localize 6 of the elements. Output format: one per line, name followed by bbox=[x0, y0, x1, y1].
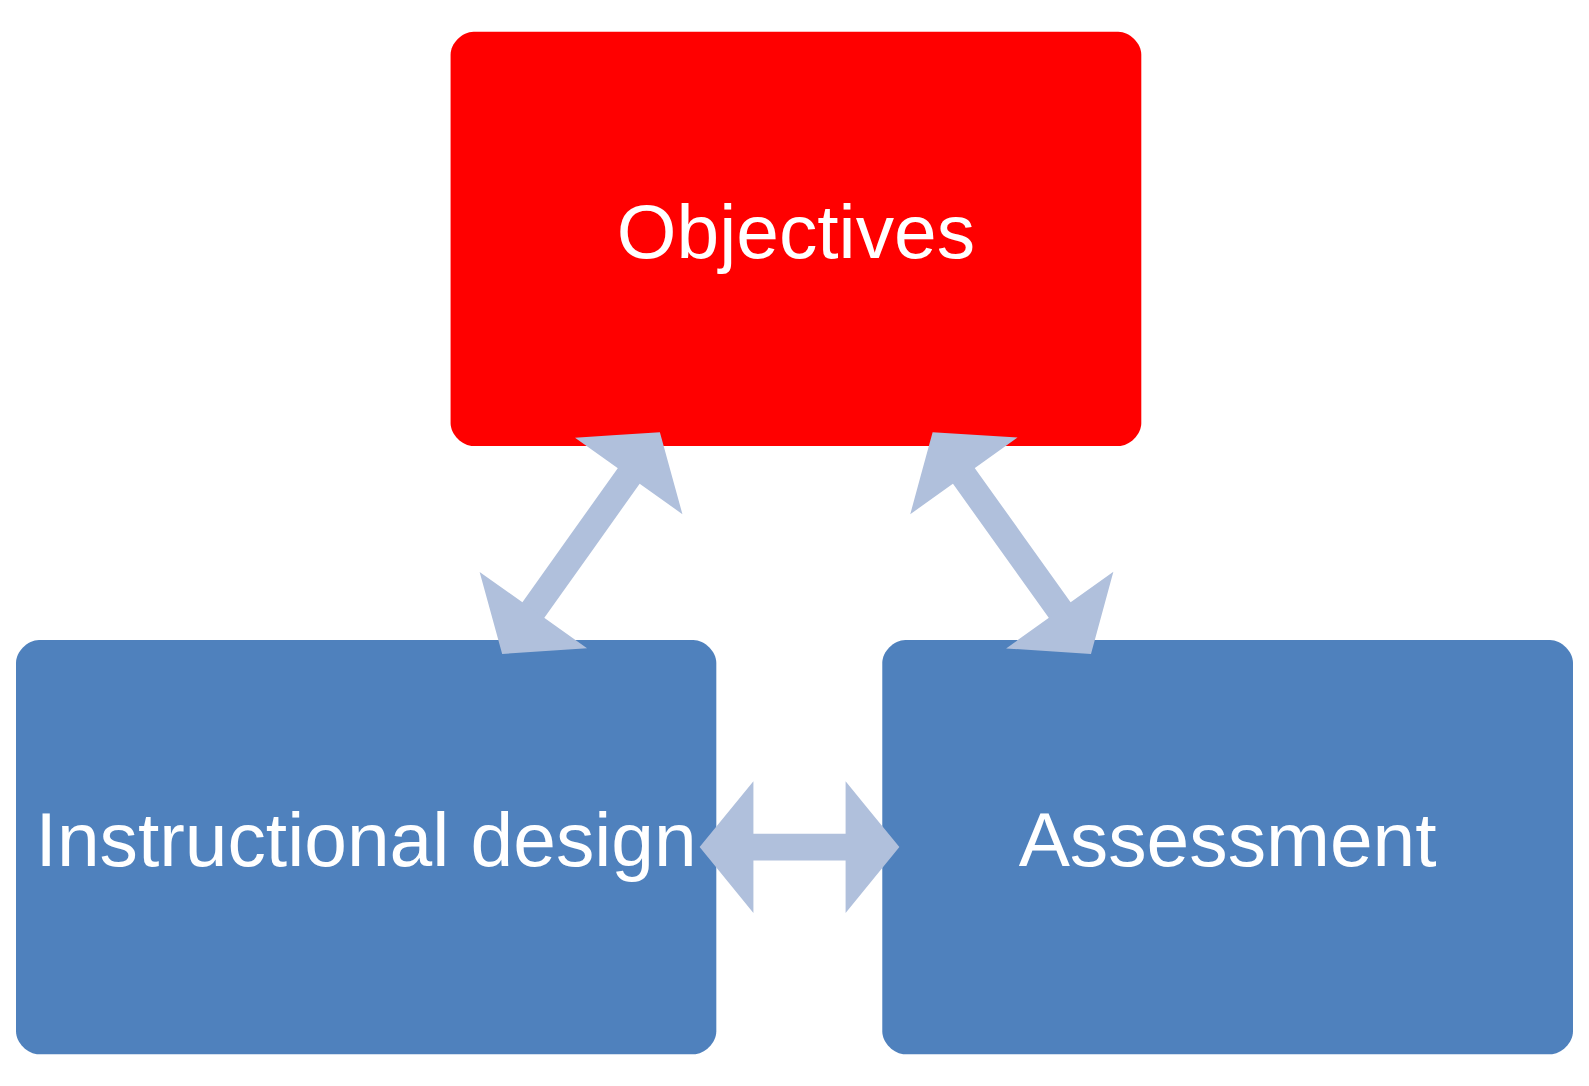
node-box: Assessment bbox=[882, 639, 1573, 1055]
arrow bbox=[699, 781, 900, 913]
arrow bbox=[479, 432, 683, 654]
arrow bbox=[910, 432, 1114, 654]
node-box: Instructional design bbox=[16, 639, 717, 1055]
node-box: Objectives bbox=[450, 31, 1142, 447]
